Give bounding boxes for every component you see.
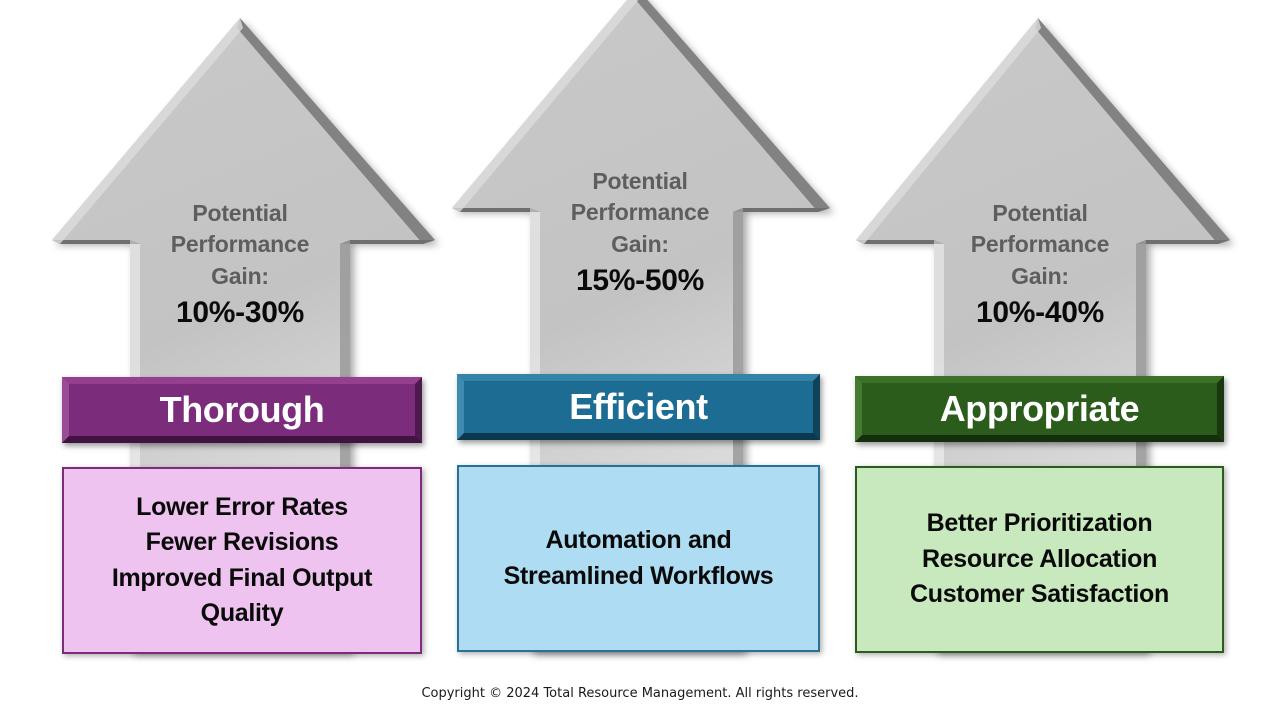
benefit-item: Lower Error Rates (136, 492, 348, 521)
benefit-box-appropriate[interactable]: Better Prioritization Resource Allocatio… (855, 466, 1224, 653)
title-bar-appropriate[interactable]: Appropriate (855, 376, 1224, 442)
column-appropriate: Potential Performance Gain: 10%-40% Appr… (838, 0, 1242, 700)
title-label: Efficient (569, 386, 708, 427)
benefit-item: Automation and (545, 526, 732, 554)
benefit-item: Customer Satisfaction (909, 580, 1170, 609)
benefit-item: Improved Final Output Quality (111, 563, 373, 628)
benefit-box-thorough[interactable]: Lower Error Rates Fewer Revisions Improv… (62, 467, 422, 654)
benefit-item: Better Prioritization (926, 509, 1153, 538)
title-label: Thorough (159, 389, 325, 430)
title-bar-thorough[interactable]: Thorough (62, 377, 422, 443)
title-label: Appropriate (939, 388, 1140, 429)
column-efficient: Potential Performance Gain: 15%-50% Effi… (440, 0, 840, 700)
benefit-item: Fewer Revisions (145, 528, 339, 556)
benefit-item: Resource Allocation (921, 544, 1158, 573)
benefit-list: Better Prioritization Resource Allocatio… (857, 506, 1222, 613)
benefit-list: Automation and Streamlined Workflows (459, 523, 818, 594)
benefit-box-efficient[interactable]: Automation and Streamlined Workflows (457, 465, 820, 652)
column-thorough: Potential Performance Gain: 10%-30% Thor… (40, 0, 440, 700)
title-bar-efficient[interactable]: Efficient (457, 374, 820, 440)
benefit-list: Lower Error Rates Fewer Revisions Improv… (64, 490, 420, 632)
benefit-item: Streamlined Workflows (503, 561, 774, 590)
copyright-footer: Copyright © 2024 Total Resource Manageme… (421, 686, 859, 701)
